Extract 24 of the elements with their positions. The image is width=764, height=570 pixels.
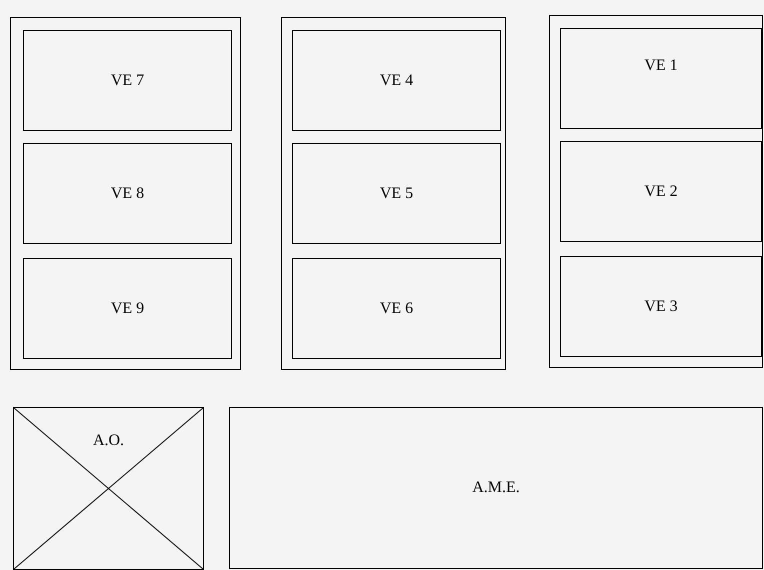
unit-box: [292, 258, 501, 359]
box-label: A.O.: [92, 432, 124, 450]
box-label: VE 7: [110, 72, 144, 90]
unit-box: [560, 256, 762, 357]
box-label: VE 4: [380, 72, 414, 90]
unit-box: [560, 28, 762, 129]
area-box: [229, 407, 763, 569]
box-label: VE 2: [644, 182, 678, 200]
box-label: VE 8: [110, 184, 144, 202]
unit-box: [23, 143, 232, 244]
unit-box: [23, 30, 232, 131]
unit-box: [23, 258, 232, 359]
box-label: VE 3: [644, 298, 678, 316]
box-label: VE 1: [644, 57, 678, 75]
unit-box: [292, 30, 501, 131]
rack-frame: [281, 17, 506, 370]
rack-frame: [10, 17, 241, 370]
box-label: A.M.E.: [472, 479, 520, 497]
box-label: VE 5: [380, 184, 414, 202]
box-label: VE 6: [380, 300, 414, 318]
unit-box: [560, 141, 762, 242]
rack-frame: [549, 15, 763, 368]
box-label: VE 9: [110, 300, 144, 318]
unit-box: [292, 143, 501, 244]
